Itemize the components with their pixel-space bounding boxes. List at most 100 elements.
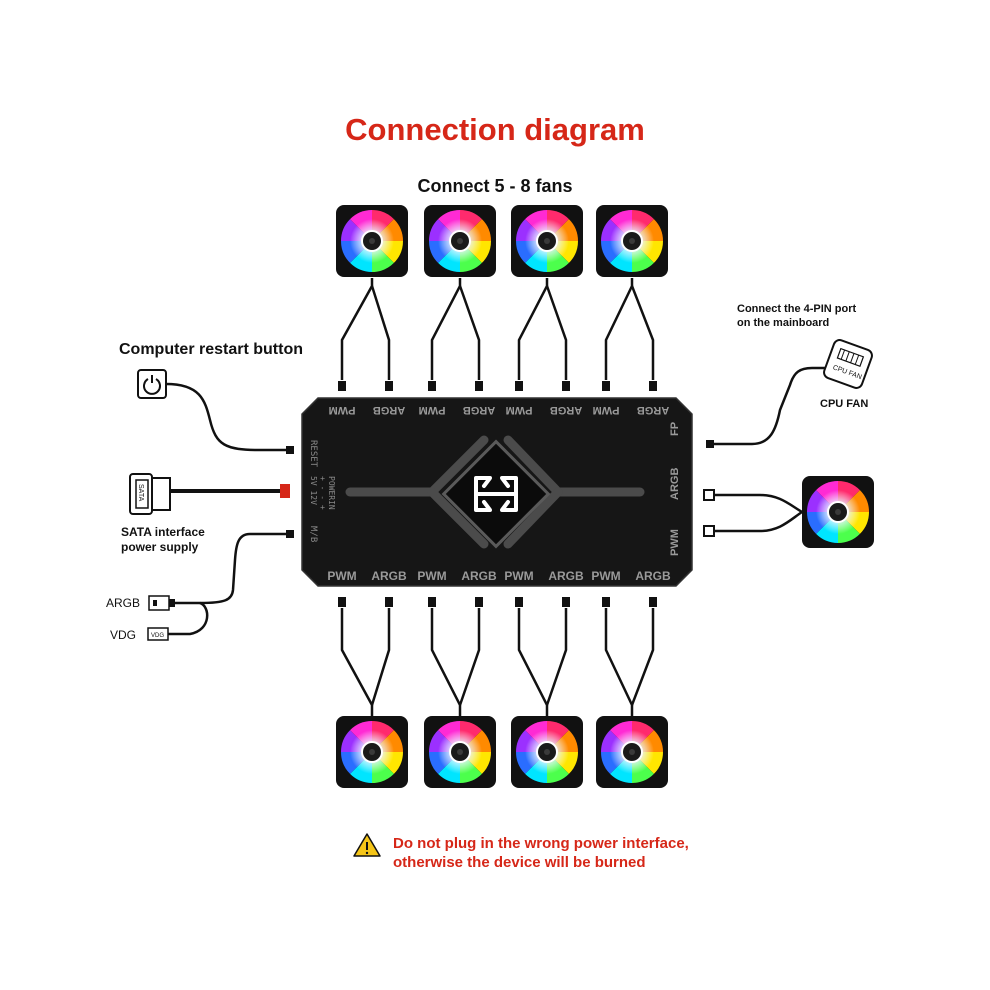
top-pwm-plug [428,381,436,391]
sata-label-line2: power supply [121,540,199,554]
hub-logo-icon [441,439,551,549]
diagram-title: Connection diagram [345,112,645,147]
hub-top-port-label: PWM [506,404,533,416]
side-fan-argb-cable [714,493,803,514]
hub-bottom-port-label: PWM [591,569,620,583]
bottom-fan-2 [424,716,496,788]
cable-layer [165,278,826,716]
hub-top-port-label: ARGB [373,404,405,416]
top-fan-2 [424,205,496,277]
bottom-argb-plug [385,597,393,607]
vdg-label: VDG [110,628,137,642]
bottom-argb-plug [475,597,483,607]
hub-top-port-label: PWM [593,404,620,416]
top-argb-plug [385,381,393,391]
top-fan-cable [458,285,481,380]
top-fan-cable [630,285,655,380]
vdg-plug-icon: VDG [147,627,169,641]
bottom-fan-4 [596,716,668,788]
top-fan-cable [430,278,462,380]
top-fan-cable [517,278,549,380]
sata-connector-icon: SATA [129,473,171,515]
top-fan-cable [604,278,634,380]
fp-cable [714,366,826,446]
hub-top-port-label: ARGB [463,404,495,416]
hub-voltage-label: 5V 12V [309,476,318,505]
bottom-pwm-plug [428,597,436,607]
cpu-fan-header-icon: CPU FAN [823,339,873,389]
top-pwm-plug [338,381,346,391]
hub-powerin-label: POWERIN [327,476,336,510]
side-fan [802,476,874,548]
mb-argb-cable [175,532,286,605]
hub-top-port-label: ARGB [637,404,669,416]
hub-top-port-label: ARGB [550,404,582,416]
hub-bottom-port-label: ARGB [548,569,584,583]
argb-plug-icon [148,595,175,611]
bottom-pwm-plug [338,597,346,607]
hub-top-port-label: PWM [419,404,446,416]
bottom-argb-plug [649,597,657,607]
sata-label: SATA interface power supply [121,525,205,555]
top-fan-cable [370,285,391,380]
sata-icon-label: SATA [137,484,144,502]
top-fan-cable [545,285,568,380]
top-fan-1 [336,205,408,277]
bottom-fan-1 [336,716,408,788]
bottom-fan-cable [517,608,549,716]
top-pwm-plug [515,381,523,391]
argb-label: ARGB [106,596,141,610]
bottom-fan-cable [458,608,481,706]
top-argb-plug [475,381,483,391]
hub-bottom-port-label: PWM [504,569,533,583]
hub-bottom-port-label: PWM [417,569,446,583]
bottom-fan-cable [630,608,655,706]
hub-bottom-port-label: PWM [327,569,356,583]
restart-cable [165,382,286,452]
mainboard-label-line2: on the mainboard [737,317,830,329]
top-argb-plug [562,381,570,391]
mainboard-label-line1: Connect the 4-PIN port [737,303,857,315]
bottom-fan-cable [370,608,391,706]
top-argb-plug [649,381,657,391]
warning-icon [353,833,381,857]
hub-side-connectors [280,440,715,538]
top-pwm-plug [602,381,610,391]
warning-line1: Do not plug in the wrong power interface… [393,835,689,852]
side-fan-pwm-cable [714,510,803,533]
warning-line2: otherwise the device will be burned [393,854,646,871]
warning-text: Do not plug in the wrong power interface… [393,834,689,872]
bottom-fan-cable [545,608,568,706]
hub-top-port-label: PWM [329,404,356,416]
hub-bottom-port-label: ARGB [371,569,407,583]
top-fan-3 [511,205,583,277]
hub-reset-label: RESET [308,440,318,468]
hub-bottom-port-label: ARGB [461,569,497,583]
vdg-icon-label: VDG [151,633,164,639]
bottom-argb-plug [562,597,570,607]
cpu-fan-label: CPU FAN [820,398,869,410]
restart-button-label: Computer restart button [119,341,303,358]
bottom-fan-cable [340,608,374,716]
top-fan-cable [340,278,374,380]
diagram-subtitle: Connect 5 - 8 fans [417,176,573,196]
bottom-fan-cable [430,608,462,716]
bottom-pwm-plug [515,597,523,607]
hub-fp-label: FP [669,422,681,436]
hub-polarity-label: + - - + [318,476,327,510]
power-button-icon [137,369,167,399]
bottom-fan-3 [511,716,583,788]
hub-argb-right-label: ARGB [669,468,681,500]
mb-vdg-cable [168,601,209,636]
mainboard-label: Connect the 4-PIN port on the mainboard [737,302,856,330]
bottom-pwm-plug [602,597,610,607]
fan-hub: PWM ARGB PWM ARGB PWM ARGB PWM ARGB PWM ARGB PWM A… [301,397,693,587]
hub-mb-label: M/B [308,526,318,542]
top-fan-4 [596,205,668,277]
fan-layer [336,205,874,788]
hub-bottom-port-label: ARGB [635,569,671,583]
sata-label-line1: SATA interface [121,525,205,539]
hub-pwm-right-label: PWM [669,529,681,556]
bottom-fan-cable [604,608,634,716]
